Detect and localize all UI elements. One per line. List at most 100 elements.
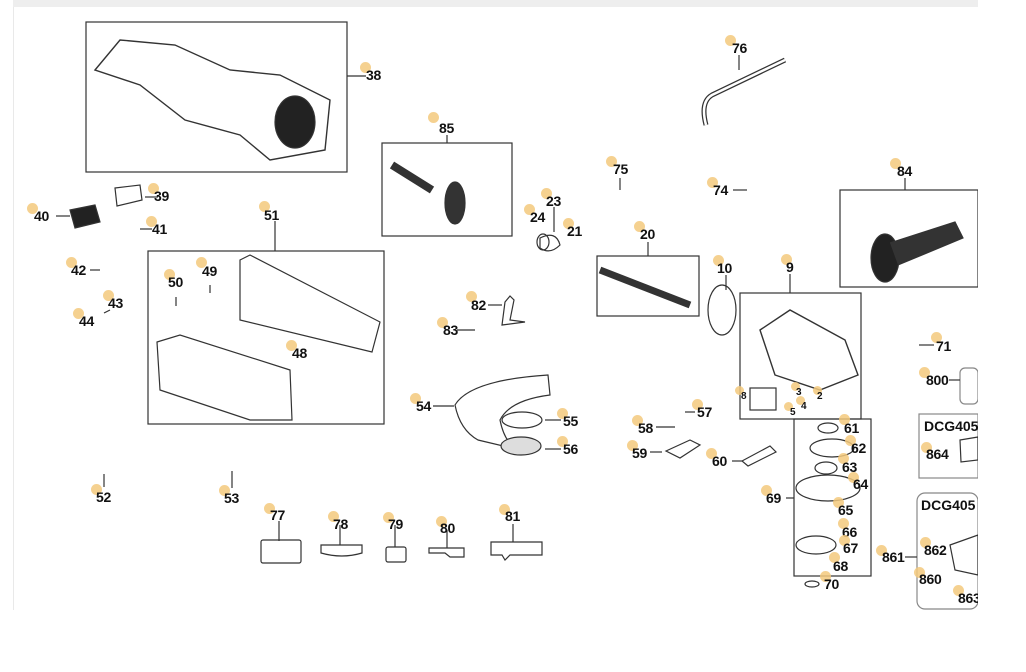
part-number-label-84[interactable]: 84	[897, 163, 912, 179]
hotspot-dot-24[interactable]	[524, 204, 535, 215]
part-number-label-82[interactable]: 82	[471, 297, 486, 313]
part-number-label-50[interactable]: 50	[168, 274, 183, 290]
part-number-label-44[interactable]: 44	[79, 313, 94, 329]
part-number-label-864[interactable]: 864	[926, 446, 949, 462]
part-number-label-4[interactable]: 4	[801, 401, 807, 412]
part-number-label-81[interactable]: 81	[505, 508, 520, 524]
part-number-label-65[interactable]: 65	[838, 502, 853, 518]
part-number-label-63[interactable]: 63	[842, 459, 857, 475]
hotspot-dot-49[interactable]	[196, 257, 207, 268]
part-number-label-64[interactable]: 64	[853, 476, 868, 492]
part-number-label-70[interactable]: 70	[824, 576, 839, 592]
hotspot-dot-41[interactable]	[146, 216, 157, 227]
part-number-label-58[interactable]: 58	[638, 420, 653, 436]
hotspot-dot-67[interactable]	[839, 535, 850, 546]
part-number-label-68[interactable]: 68	[833, 558, 848, 574]
part-number-label-10[interactable]: 10	[717, 260, 732, 276]
part-number-label-61[interactable]: 61	[844, 420, 859, 436]
part-number-label-56[interactable]: 56	[563, 441, 578, 457]
hotspot-dot-64[interactable]	[848, 472, 859, 483]
hotspot-dot-66[interactable]	[838, 518, 849, 529]
hotspot-dot-39[interactable]	[148, 183, 159, 194]
part-number-label-39[interactable]: 39	[154, 188, 169, 204]
part-number-label-8[interactable]: 8	[741, 391, 747, 402]
part-number-label-2[interactable]: 2	[817, 391, 823, 402]
part-number-label-78[interactable]: 78	[333, 516, 348, 532]
hotspot-dot-80[interactable]	[436, 516, 447, 527]
part-number-label-85[interactable]: 85	[439, 120, 454, 136]
part-number-label-57[interactable]: 57	[697, 404, 712, 420]
hotspot-dot-8[interactable]	[735, 386, 744, 395]
part-number-label-60[interactable]: 60	[712, 453, 727, 469]
part-number-label-54[interactable]: 54	[416, 398, 431, 414]
part-number-label-55[interactable]: 55	[563, 413, 578, 429]
hotspot-dot-78[interactable]	[328, 511, 339, 522]
hotspot-dot-863[interactable]	[953, 585, 964, 596]
hotspot-dot-864[interactable]	[921, 442, 932, 453]
hotspot-dot-74[interactable]	[707, 177, 718, 188]
hotspot-dot-58[interactable]	[632, 415, 643, 426]
hotspot-dot-3[interactable]	[791, 382, 800, 391]
hotspot-dot-75[interactable]	[606, 156, 617, 167]
part-number-label-71[interactable]: 71	[936, 338, 951, 354]
part-number-label-49[interactable]: 49	[202, 263, 217, 279]
part-number-label-75[interactable]: 75	[613, 161, 628, 177]
hotspot-dot-40[interactable]	[27, 203, 38, 214]
hotspot-dot-60[interactable]	[706, 448, 717, 459]
hotspot-dot-65[interactable]	[833, 497, 844, 508]
hotspot-dot-79[interactable]	[383, 512, 394, 523]
hotspot-dot-9[interactable]	[781, 254, 792, 265]
hotspot-dot-77[interactable]	[264, 503, 275, 514]
part-number-label-23[interactable]: 23	[546, 193, 561, 209]
part-number-label-800[interactable]: 800	[926, 372, 949, 388]
hotspot-dot-860[interactable]	[914, 567, 925, 578]
part-number-label-53[interactable]: 53	[224, 490, 239, 506]
hotspot-dot-800[interactable]	[919, 367, 930, 378]
hotspot-dot-53[interactable]	[219, 485, 230, 496]
hotspot-dot-71[interactable]	[931, 332, 942, 343]
hotspot-dot-50[interactable]	[164, 269, 175, 280]
hotspot-dot-862[interactable]	[920, 537, 931, 548]
part-number-label-83[interactable]: 83	[443, 322, 458, 338]
hotspot-dot-63[interactable]	[838, 453, 849, 464]
hotspot-dot-76[interactable]	[725, 35, 736, 46]
part-number-label-43[interactable]: 43	[108, 295, 123, 311]
part-number-label-69[interactable]: 69	[766, 490, 781, 506]
part-number-label-40[interactable]: 40	[34, 208, 49, 224]
part-number-label-38[interactable]: 38	[366, 67, 381, 83]
part-number-label-76[interactable]: 76	[732, 40, 747, 56]
part-number-label-52[interactable]: 52	[96, 489, 111, 505]
hotspot-dot-81[interactable]	[499, 504, 510, 515]
part-number-label-74[interactable]: 74	[713, 182, 728, 198]
part-number-label-51[interactable]: 51	[264, 207, 279, 223]
hotspot-dot-48[interactable]	[286, 340, 297, 351]
hotspot-dot-38[interactable]	[360, 62, 371, 73]
hotspot-dot-44[interactable]	[73, 308, 84, 319]
part-number-label-48[interactable]: 48	[292, 345, 307, 361]
hotspot-dot-55[interactable]	[557, 408, 568, 419]
part-number-label-3[interactable]: 3	[796, 387, 802, 398]
hotspot-dot-52[interactable]	[91, 484, 102, 495]
hotspot-dot-42[interactable]	[66, 257, 77, 268]
part-number-label-21[interactable]: 21	[567, 223, 582, 239]
part-number-label-862[interactable]: 862	[924, 542, 947, 558]
hotspot-dot-43[interactable]	[103, 290, 114, 301]
hotspot-dot-59[interactable]	[627, 440, 638, 451]
part-number-label-5[interactable]: 5	[790, 407, 796, 418]
hotspot-dot-861[interactable]	[876, 545, 887, 556]
hotspot-dot-54[interactable]	[410, 393, 421, 404]
hotspot-dot-82[interactable]	[466, 291, 477, 302]
hotspot-dot-83[interactable]	[437, 317, 448, 328]
part-number-label-62[interactable]: 62	[851, 440, 866, 456]
part-number-label-42[interactable]: 42	[71, 262, 86, 278]
part-number-label-67[interactable]: 67	[843, 540, 858, 556]
part-number-label-9[interactable]: 9	[786, 259, 794, 275]
hotspot-dot-84[interactable]	[890, 158, 901, 169]
hotspot-dot-5[interactable]	[784, 402, 793, 411]
hotspot-dot-20[interactable]	[634, 221, 645, 232]
hotspot-dot-56[interactable]	[557, 436, 568, 447]
hotspot-dot-68[interactable]	[829, 552, 840, 563]
part-number-label-59[interactable]: 59	[632, 445, 647, 461]
part-number-label-863[interactable]: 863	[958, 590, 981, 606]
part-number-label-80[interactable]: 80	[440, 520, 455, 536]
